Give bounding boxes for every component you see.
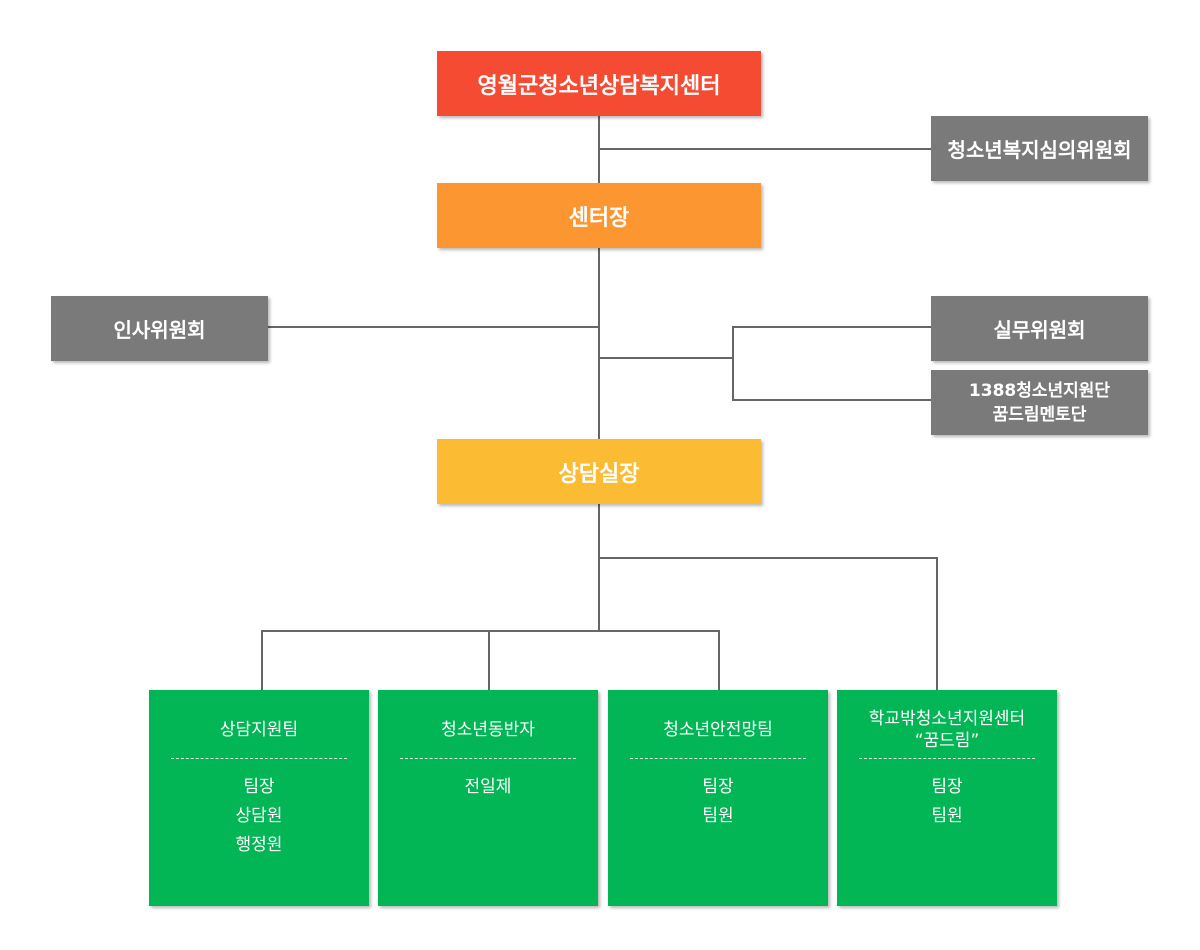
volunteer-group-line2: 꿈드림멘토단 <box>992 404 1087 425</box>
team-members: 팀장 팀원 <box>608 773 828 831</box>
working-committee-node: 실무위원회 <box>931 296 1148 361</box>
director-label: 센터장 <box>568 205 630 231</box>
connector-to-team-1 <box>261 630 263 690</box>
team-member: 전일제 <box>464 777 512 797</box>
team-title-line: 청소년동반자 <box>441 720 535 740</box>
connector-to-working-committee <box>732 326 931 328</box>
team-member: 팀장 <box>243 777 275 797</box>
team-divider <box>859 758 1035 759</box>
team-members: 팀장 팀원 <box>837 773 1057 831</box>
team-members: 팀장 상담원 행정원 <box>149 773 369 860</box>
connector-director-to-manager <box>598 248 600 439</box>
team-title-line: “꿈드림” <box>914 731 980 751</box>
connector-to-dream-center-vertical <box>936 557 938 690</box>
team-members: 전일제 <box>378 773 598 802</box>
connector-to-team-2 <box>488 630 490 690</box>
personnel-committee-label: 인사위원회 <box>113 318 206 342</box>
connector-to-welfare-committee <box>598 148 931 150</box>
manager-label: 상담실장 <box>558 461 640 487</box>
manager-node: 상담실장 <box>437 439 761 504</box>
connector-to-personnel-committee <box>268 326 599 328</box>
org-top-node: 영월군청소년상담복지센터 <box>437 51 761 116</box>
director-node: 센터장 <box>437 183 761 248</box>
team-member: 팀장 <box>931 777 963 797</box>
team-title: 청소년안전망팀 <box>608 708 828 752</box>
team-title: 학교밖청소년지원센터 “꿈드림” <box>837 708 1057 752</box>
welfare-committee-label: 청소년복지심의위원회 <box>947 138 1132 162</box>
team-divider <box>400 758 576 759</box>
connector-manager-down <box>598 504 600 631</box>
volunteer-group-node: 1388청소년지원단 꿈드림멘토단 <box>931 370 1148 435</box>
team-divider <box>171 758 347 759</box>
team-member: 팀원 <box>702 806 734 826</box>
team-member: 팀원 <box>931 806 963 826</box>
personnel-committee-node: 인사위원회 <box>51 296 268 361</box>
connector-to-volunteer-group <box>732 399 931 401</box>
working-committee-label: 실무위원회 <box>993 318 1086 342</box>
org-top-label: 영월군청소년상담복지센터 <box>477 73 721 99</box>
connector-to-dream-center-horizontal <box>598 557 938 559</box>
team-member: 상담원 <box>235 806 283 826</box>
team-youth-companion: 청소년동반자 전일제 <box>378 690 598 906</box>
team-title-line: 청소년안전망팀 <box>663 720 773 740</box>
team-member: 행정원 <box>235 835 283 855</box>
connector-to-committee-bracket <box>598 357 733 359</box>
volunteer-group-line1: 1388청소년지원단 <box>968 380 1111 401</box>
connector-to-team-3 <box>718 630 720 690</box>
team-counseling-support: 상담지원팀 팀장 상담원 행정원 <box>149 690 369 906</box>
welfare-committee-node: 청소년복지심의위원회 <box>931 116 1148 181</box>
connector-bracket-vertical <box>732 327 734 401</box>
team-divider <box>630 758 806 759</box>
team-title: 청소년동반자 <box>378 708 598 752</box>
team-title: 상담지원팀 <box>149 708 369 752</box>
team-title-line: 학교밖청소년지원센터 <box>868 709 1026 729</box>
connector-teams-horizontal <box>261 630 720 632</box>
team-youth-safety-net: 청소년안전망팀 팀장 팀원 <box>608 690 828 906</box>
team-member: 팀장 <box>702 777 734 797</box>
team-out-of-school-youth-center: 학교밖청소년지원센터 “꿈드림” 팀장 팀원 <box>837 690 1057 906</box>
team-title-line: 상담지원팀 <box>219 720 299 740</box>
